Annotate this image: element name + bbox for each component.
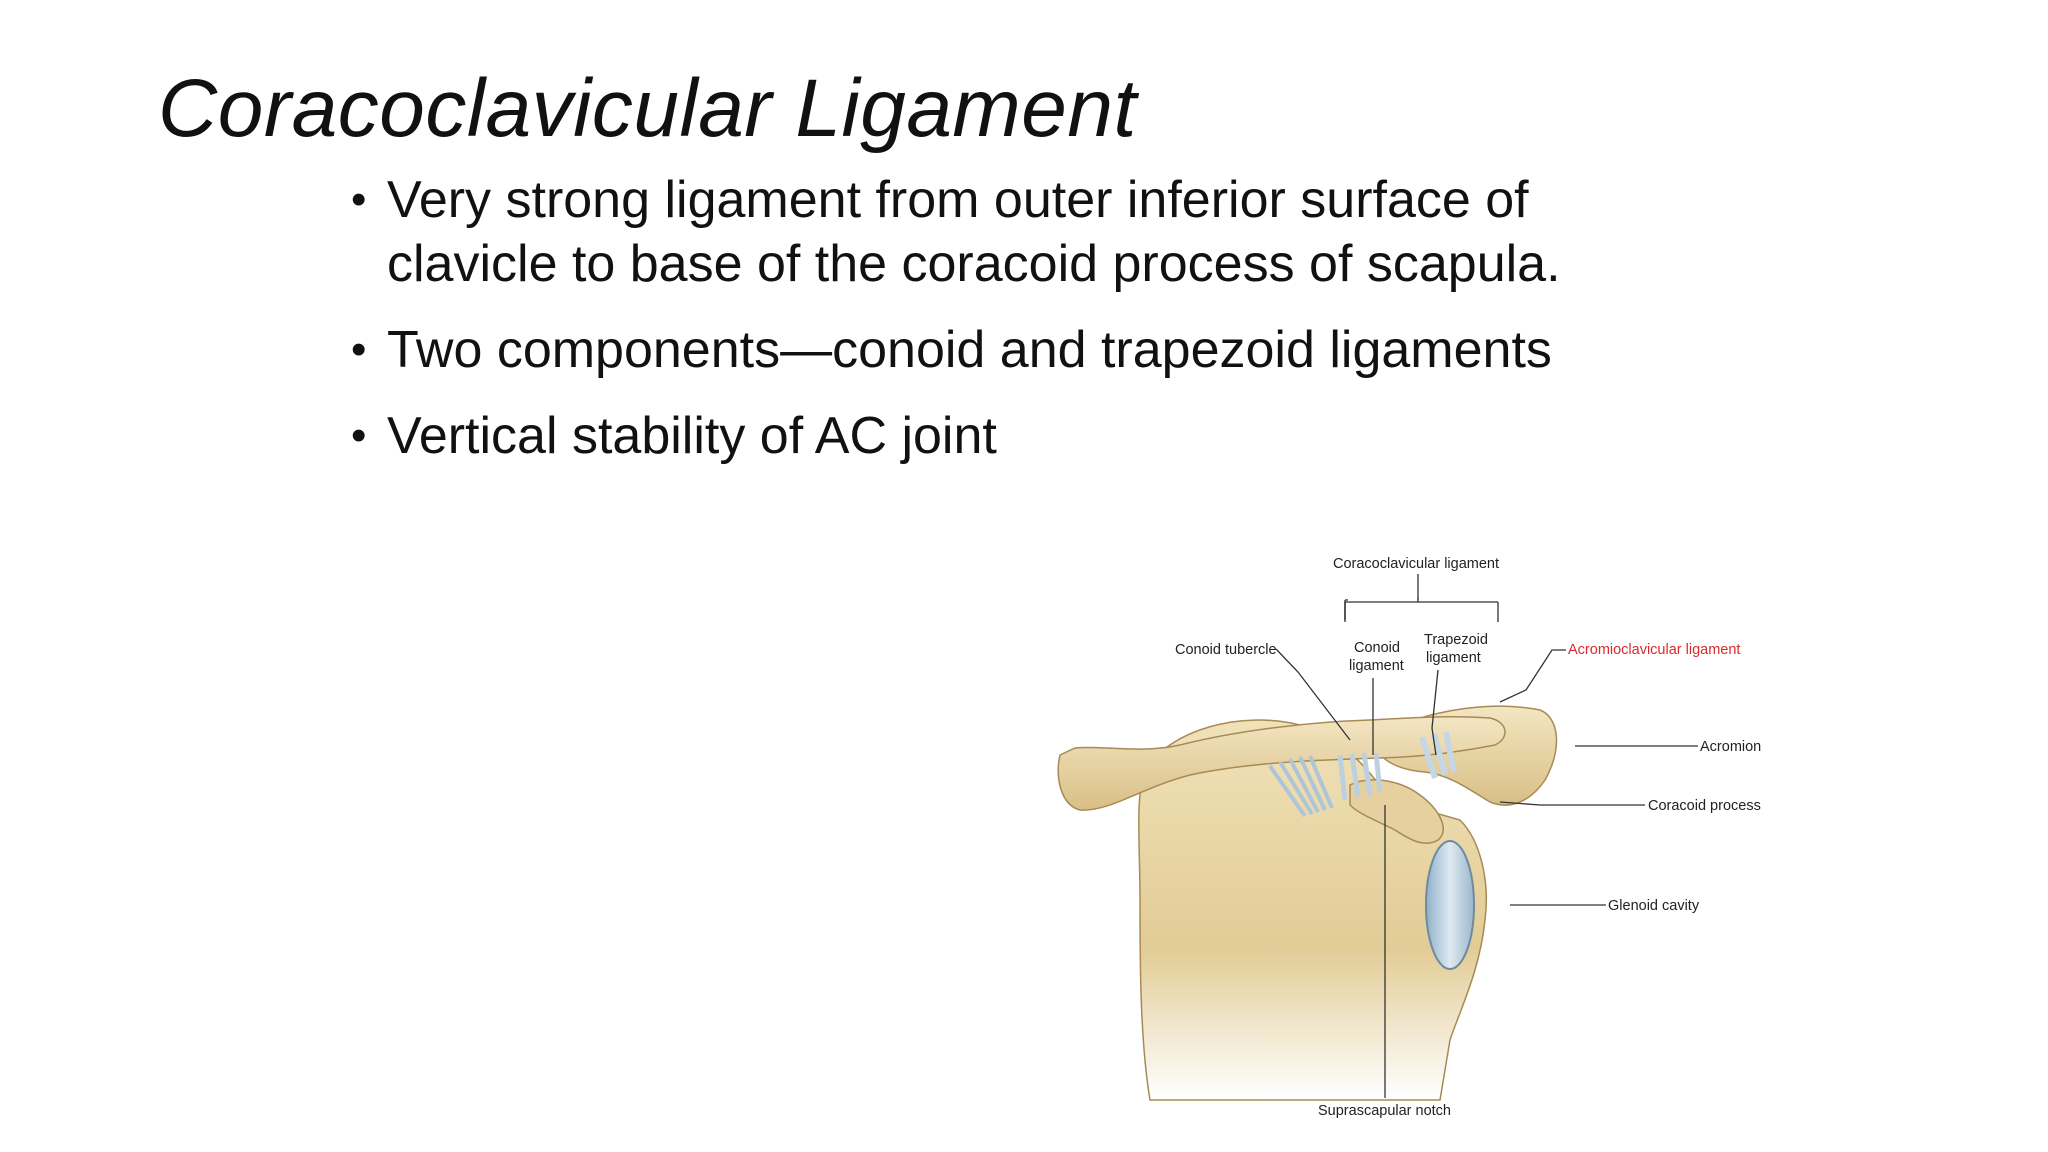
- label-acromioclavicular: Acromioclavicular ligament: [1568, 642, 1740, 658]
- conoid-ligament-shape: [1268, 755, 1334, 818]
- trapezoid-ligament-shape: [1337, 752, 1383, 801]
- callout-lines: [1345, 598, 1419, 601]
- acromioclavicular-ligament-shape: [1419, 731, 1457, 779]
- label-conoid-line1: Conoid: [1354, 640, 1400, 656]
- glenoid-shape: [1425, 840, 1475, 970]
- final-leaders: [1275, 574, 1698, 1098]
- label-suprascapular: Suprascapular notch: [1318, 1103, 1451, 1119]
- bullet-text: Two components—conoid and trapezoid liga…: [387, 321, 1552, 379]
- bullet-dot-icon: •: [351, 325, 367, 374]
- slide-title: Coracoclavicular Ligament: [158, 63, 1137, 154]
- label-coracoclavicular: Coracoclavicular ligament: [1333, 556, 1499, 572]
- bullet-item: • Two components—conoid and trapezoid li…: [345, 318, 1645, 382]
- label-glenoid: Glenoid cavity: [1608, 898, 1700, 914]
- label-trapezoid-line1: Trapezoid: [1424, 632, 1488, 648]
- shoulder-illustration: Coracoclavicular ligament Conoid tubercl…: [1057, 556, 1761, 1119]
- bullet-dot-icon: •: [351, 411, 367, 460]
- bullet-text: Vertical stability of AC joint: [387, 407, 997, 465]
- label-acromion: Acromion: [1700, 739, 1761, 755]
- bullet-list: • Very strong ligament from outer inferi…: [345, 168, 1645, 490]
- bullet-dot-icon: •: [351, 175, 367, 224]
- bullet-text: Very strong ligament from outer inferior…: [387, 171, 1561, 293]
- clavicle-shape: [1057, 715, 1506, 811]
- shoulder-anatomy-figure: Coracoclavicular ligament Conoid tubercl…: [1040, 540, 1780, 1140]
- coracoid-shape: [1349, 779, 1444, 844]
- bullet-item: • Very strong ligament from outer inferi…: [345, 168, 1645, 296]
- bullet-item: • Vertical stability of AC joint: [345, 404, 1645, 468]
- label-coracoid: Coracoid process: [1648, 798, 1761, 814]
- label-conoid-tubercle: Conoid tubercle: [1175, 642, 1277, 658]
- label-trapezoid-line2: ligament: [1426, 650, 1481, 666]
- label-conoid-line2: ligament: [1349, 658, 1404, 674]
